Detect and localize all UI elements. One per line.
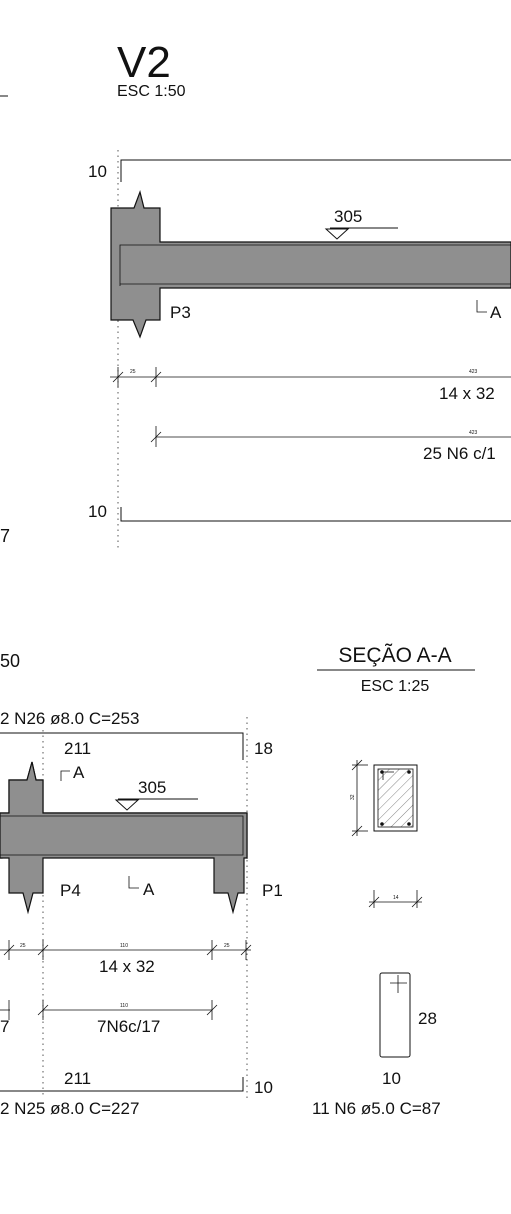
v2-dim-tick [112, 371, 124, 383]
lower-section-mark-symbol-2 [128, 876, 139, 889]
lower-support-p4: P4 [60, 881, 81, 900]
lower-bottom-bar [0, 1077, 244, 1092]
lower-dim-tick [206, 944, 218, 956]
section-hatch [377, 768, 414, 828]
lower-support-p1: P1 [262, 881, 283, 900]
lower-dim-small-left: 25 [20, 943, 26, 949]
v2-level-top: 10 [88, 162, 107, 181]
lower-bottom-bar-length: 211 [64, 1069, 91, 1088]
lower-top-bar [0, 732, 244, 760]
v2-support-p3: P3 [170, 303, 191, 322]
left-fragment-7: 7 [0, 526, 10, 546]
left-fragment-7-lower: 7 [0, 1017, 9, 1036]
v2-dim-span: 423 [469, 369, 478, 375]
v2-rebar-top-line [119, 244, 511, 286]
lower-dim-span-2: 110 [120, 1003, 128, 1009]
lower-stirrups: 7N6c/17 [97, 1017, 160, 1036]
section-rebar [407, 822, 411, 826]
section-dim-tick [368, 896, 380, 908]
stirrup-width: 10 [382, 1069, 401, 1088]
section-dim-width: 14 [393, 895, 399, 901]
v2-title: V2 [117, 38, 171, 87]
lower-bottom-hook: 10 [254, 1078, 273, 1097]
section-rebar [380, 822, 384, 826]
v2-elevation: 305 [334, 207, 362, 226]
lower-section-mark-symbol-1 [60, 770, 70, 781]
lower-top-hook: 18 [254, 739, 273, 758]
v2-elevation-triangle [324, 228, 350, 240]
lower-dim-tick [206, 1004, 218, 1016]
lower-section-mark-2: A [143, 880, 155, 899]
v2-section-mark: A [490, 303, 502, 322]
section-outline [373, 764, 418, 832]
section-dim-tick [351, 759, 363, 771]
stirrup-height: 28 [418, 1009, 437, 1028]
lower-rebar-lines [0, 815, 244, 856]
v2-dim-tick [150, 371, 162, 383]
lower-bottom-bar-label: 2 N25 ø8.0 C=227 [0, 1099, 139, 1118]
stirrup-shape [379, 972, 411, 1058]
section-dim-tick [411, 896, 423, 908]
v2-level-bottom: 10 [88, 502, 107, 521]
lower-dim-tick [240, 944, 252, 956]
section-scale: ESC 1:25 [361, 678, 430, 695]
section-rebar [407, 770, 411, 774]
section-title: SEÇÃO A-A [338, 643, 451, 667]
lower-beam-concrete [0, 761, 248, 915]
lower-dim-tick [3, 944, 15, 956]
stirrup-label: 11 N6 ø5.0 C=87 [312, 1099, 441, 1118]
lower-section-mark-1: A [73, 763, 85, 782]
lower-dim-small-right: 25 [224, 943, 230, 949]
v2-dim-span-2: 423 [469, 430, 478, 436]
v2-scale: ESC 1:50 [117, 83, 186, 100]
v2-dim-small: 25 [130, 369, 136, 375]
section-rebar [380, 770, 384, 774]
v2-bottom-bar [120, 507, 511, 522]
v2-section-mark-symbol [476, 300, 487, 313]
section-dim-tick [351, 825, 363, 837]
section-dim-height: 32 [350, 794, 356, 800]
lower-elevation: 305 [138, 778, 166, 797]
v2-stirrups: 25 N6 c/1 [423, 444, 496, 463]
lower-dim-span: 110 [120, 943, 128, 949]
v2-dim-section: 14 x 32 [439, 384, 495, 403]
lower-dim-tick [37, 1004, 49, 1016]
v2-top-bar [120, 159, 511, 182]
lower-top-bar-label: 2 N26 ø8.0 C=253 [0, 709, 139, 728]
v2-beam-concrete [110, 189, 511, 339]
lower-dim-tick [37, 944, 49, 956]
lower-dim-section: 14 x 32 [99, 957, 155, 976]
left-fragment-50: 50 [0, 651, 20, 671]
lower-elevation-triangle [114, 799, 140, 811]
v2-dim-tick [150, 431, 162, 443]
lower-top-bar-length: 211 [64, 739, 91, 758]
